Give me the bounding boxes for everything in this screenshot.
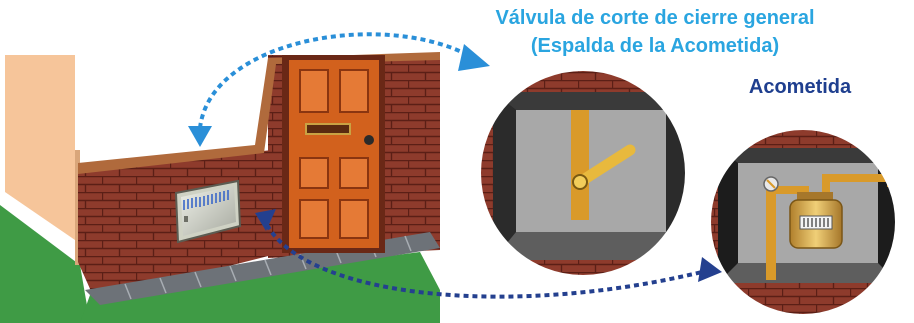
acometida-link-arrow: [265, 224, 711, 299]
wall-trim: [78, 52, 440, 174]
arrow-up-icon: [458, 44, 490, 71]
arrow-left-icon: [255, 209, 276, 231]
valve-link-arrow: [198, 32, 469, 129]
grass-right: [80, 252, 440, 323]
acometida-label: Acometida: [748, 76, 852, 98]
arrow-up-icon: [698, 257, 722, 282]
meter-box: [174, 179, 242, 244]
arrow-down-icon: [188, 126, 212, 147]
valve-label-line1: Válvula de corte de cierre general: [495, 7, 815, 29]
acometida-pipe: [766, 180, 776, 280]
front-door: [282, 55, 385, 253]
grass-left: [0, 205, 90, 323]
valve-label: Válvula de corte de cierre general (Espa…: [455, 4, 855, 60]
valve-detail-circle: [477, 67, 689, 279]
valve-label-line2: (Espalda de la Acometida): [530, 35, 780, 57]
acometida-detail-circle: [707, 126, 899, 318]
neighbor-wall: [5, 55, 75, 240]
valve-handle: [574, 144, 636, 188]
gas-pipe: [571, 110, 589, 220]
